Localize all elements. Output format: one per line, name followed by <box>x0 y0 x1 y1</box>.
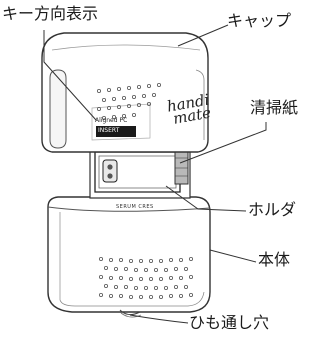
label-strap-hole: ひも通し穴 <box>189 313 270 332</box>
leader-strap-hole <box>129 314 189 324</box>
key-mark-text-line2: INSERT <box>98 127 120 134</box>
label-cap: キャップ <box>227 11 292 30</box>
cleaning-paper <box>174 149 189 185</box>
leader-cap <box>177 24 229 47</box>
device-cap <box>41 32 209 153</box>
label-key-direction: キー方向表示 <box>2 4 99 23</box>
label-holder: ホルダ <box>248 200 297 219</box>
label-cleaning-paper: 清掃紙 <box>250 98 299 117</box>
label-body: 本体 <box>258 250 291 269</box>
leader-cleaning-paper <box>179 122 267 164</box>
holder-section <box>89 144 191 199</box>
leader-body <box>209 249 257 263</box>
brand-logo: handi mate <box>166 91 213 128</box>
leader-key-direction <box>43 30 97 121</box>
body-vent-dots <box>99 256 193 299</box>
holder-knob <box>102 159 118 183</box>
cap-vent-dots <box>97 83 161 121</box>
key-mark-plate <box>96 126 136 137</box>
maker-mark: SERUM CRES <box>116 204 154 210</box>
strap-hole <box>119 309 141 316</box>
leader-holder <box>165 185 247 212</box>
device-body <box>47 196 211 313</box>
key-mark-text: Aligned PC INSERT <box>95 117 127 135</box>
key-mark-text-line1: Aligned PC <box>95 117 128 124</box>
